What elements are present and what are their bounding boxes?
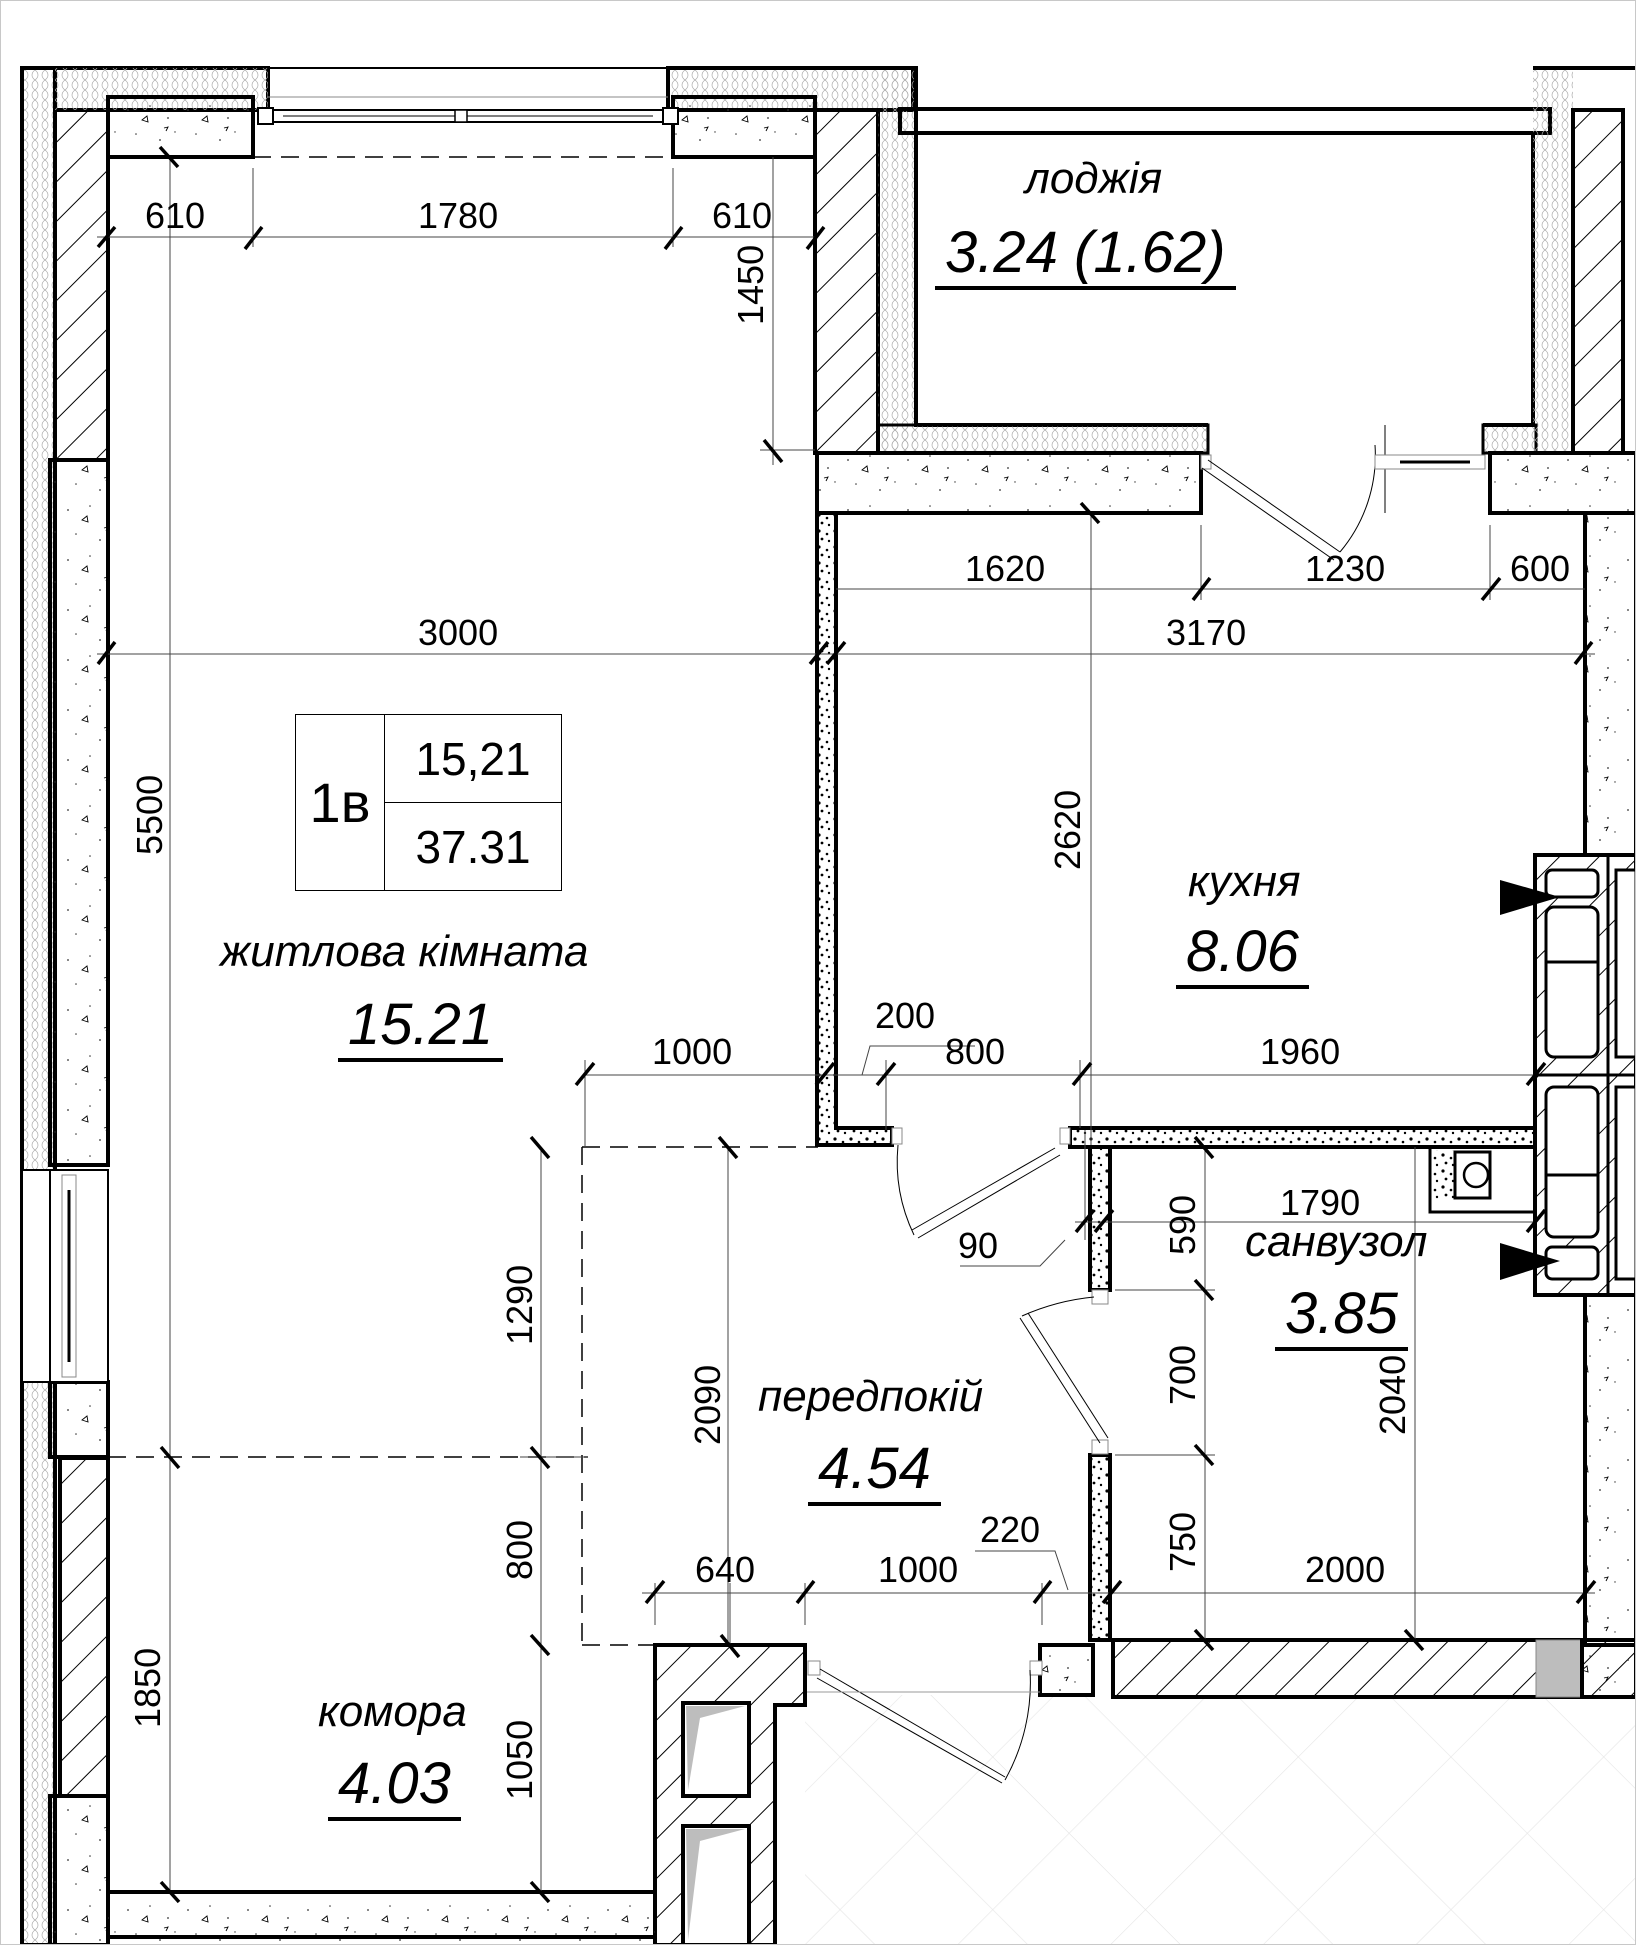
dim-entry-door: 1000 (878, 1549, 959, 1590)
storage-walls (108, 1146, 818, 1945)
dim-storage-width-lower: 1050 (499, 1719, 540, 1800)
living-area-total: 15,21 (385, 715, 561, 803)
bathroom-bottom-wall (1038, 1638, 1636, 1699)
entrance-door (805, 1660, 1043, 1784)
bathroom-walls (1019, 1126, 1537, 1642)
dim-entry-jamb: 220 (980, 1509, 1041, 1550)
dim-living-top-right: 610 (712, 195, 773, 236)
left-window (21, 1169, 109, 1383)
loggia-area: 3.24 (1.62) (935, 224, 1236, 290)
living-room-name: житлова кімната (220, 927, 589, 976)
dim-bath-width-bottom: 2000 (1305, 1549, 1386, 1590)
kitchen-name: кухня (1188, 857, 1301, 906)
kitchen-area: 8.06 (1176, 923, 1309, 989)
dim-bath-jamb: 90 (958, 1225, 999, 1266)
dim-living-top-left: 610 (145, 195, 206, 236)
top-wall-living (22, 66, 915, 460)
apartment-type: 1в (296, 715, 385, 890)
apartment-info-table: 1в 15,21 37.31 (295, 714, 562, 891)
dim-bath-length: 2040 (1372, 1354, 1413, 1435)
vent-arrow-bathroom-icon (1500, 1243, 1560, 1280)
dim-living-window: 1780 (418, 195, 499, 236)
dim-living-length: 5500 (129, 774, 170, 855)
storage-area: 4.03 (328, 1755, 461, 1821)
dim-hall-top-left: 1000 (652, 1031, 733, 1072)
kitchen-door (891, 1127, 1061, 1239)
dim-kitchen-opening: 800 (945, 1031, 1006, 1072)
bathroom-name: санвузол (1245, 1217, 1428, 1266)
total-area: 37.31 (415, 820, 531, 873)
dimension-lines (97, 157, 1595, 1892)
hallway-name: передпокій (758, 1372, 984, 1421)
loggia-name: лоджія (1025, 154, 1163, 203)
storage-name: комора (318, 1687, 467, 1736)
bathroom-area: 3.85 (1275, 1285, 1408, 1351)
dim-kitchen-bottom: 1960 (1260, 1031, 1341, 1072)
vent-arrow-kitchen-icon (1500, 880, 1560, 915)
left-exterior-wall (20, 66, 110, 1945)
dim-living-wall-depth: 1450 (730, 244, 771, 325)
dim-kitchen-width: 3170 (1166, 612, 1247, 653)
dim-storage-length: 1850 (127, 1647, 168, 1728)
dim-bath-door: 700 (1162, 1344, 1203, 1405)
corridor-floor (805, 1695, 1636, 1945)
dim-hall-length: 2090 (687, 1364, 728, 1445)
dim-living-width: 3000 (418, 612, 499, 653)
shaft-block (653, 1643, 807, 1945)
ventilation-shafts (1500, 853, 1636, 1297)
loggia (876, 66, 1636, 455)
dim-bath-bottom-seg: 750 (1162, 1511, 1203, 1572)
dimension-ticks (96, 145, 1597, 1904)
kitchen-top-wall (815, 425, 1636, 857)
dim-kitchen-length: 2620 (1047, 789, 1088, 870)
dim-bath-width-top: 1790 (1280, 1182, 1361, 1223)
dim-kitchen-top-2: 600 (1510, 548, 1571, 589)
dim-bath-top-seg: 590 (1162, 1194, 1203, 1255)
dim-entry-left: 640 (695, 1549, 756, 1590)
dim-kitchen-top-1: 1620 (965, 548, 1046, 589)
hallway-area: 4.54 (808, 1440, 941, 1506)
dim-kitchen-door: 1230 (1305, 548, 1386, 589)
dim-hall-jamb: 200 (875, 995, 936, 1036)
dim-storage-width-upper: 800 (499, 1519, 540, 1580)
living-room-area: 15.21 (338, 996, 504, 1062)
dim-hall-left-upper: 1290 (499, 1264, 540, 1345)
living-kitchen-partition (815, 511, 894, 1147)
